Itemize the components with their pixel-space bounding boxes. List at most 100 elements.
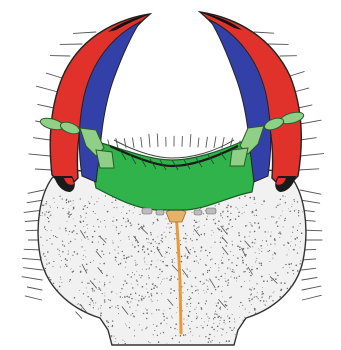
stipple-dot [199, 221, 200, 222]
stipple-dot [187, 269, 188, 270]
stipple-dot [205, 265, 207, 267]
stipple-dot [284, 220, 285, 221]
stipple-dot [47, 251, 49, 253]
stipple-dot [89, 304, 90, 305]
stipple-dot [69, 281, 70, 282]
stipple-dot [225, 324, 226, 325]
stipple-dot [125, 226, 126, 227]
stipple-dot [68, 208, 69, 209]
stipple-dot [72, 255, 73, 256]
stipple-dot [212, 340, 213, 341]
stipple-dot [158, 341, 159, 342]
stipple-dot [151, 260, 152, 261]
stipple-dot [244, 212, 245, 213]
stipple-dot [73, 271, 74, 272]
stipple-dot [172, 317, 173, 318]
stipple-dot [285, 202, 286, 203]
stipple-dot [103, 263, 105, 265]
stipple-dot [216, 305, 218, 307]
stipple-dot [249, 300, 251, 302]
stipple-dot [125, 267, 126, 268]
stipple-dot [213, 232, 214, 233]
stipple-dot [233, 272, 234, 273]
stipple-dot [275, 278, 277, 280]
stipple-dot [198, 262, 199, 263]
stipple-dot [293, 199, 294, 200]
stipple-dot [217, 317, 219, 319]
stipple-dot [213, 219, 214, 220]
stipple-dot [225, 273, 226, 274]
stipple-dot [149, 242, 150, 243]
stipple-dot [122, 251, 123, 252]
stipple-dot [169, 232, 170, 233]
stipple-dot [194, 261, 196, 263]
stipple-dot [145, 328, 146, 329]
stipple-dot [51, 230, 52, 231]
stipple-dot [113, 242, 114, 243]
stipple-dot [75, 239, 76, 240]
stipple-dot [226, 207, 228, 209]
stipple-dot [142, 269, 143, 270]
stipple-dot [243, 271, 244, 272]
stipple-dot [222, 286, 223, 287]
stipple-dot [64, 266, 65, 267]
stipple-dot [186, 257, 188, 259]
stipple-dot [255, 210, 256, 211]
stipple-dot [70, 269, 71, 270]
stipple-dot [68, 201, 70, 203]
stipple-dot [162, 279, 163, 280]
stipple-dot [249, 272, 250, 273]
stipple-dot [95, 302, 96, 303]
stipple-dot [94, 230, 96, 232]
stipple-dot [64, 245, 65, 246]
stipple-dot [254, 222, 256, 224]
stipple-dot [227, 268, 228, 269]
stipple-dot [227, 216, 229, 218]
stipple-dot [297, 201, 298, 202]
stipple-dot [169, 228, 170, 229]
stipple-dot [210, 267, 211, 268]
stipple-dot [222, 217, 223, 218]
stipple-dot [290, 245, 291, 246]
stipple-dot [227, 204, 229, 206]
stipple-dot [46, 240, 47, 241]
stipple-dot [244, 317, 245, 318]
stipple-dot [261, 251, 262, 252]
stipple-dot [43, 253, 44, 254]
stipple-dot [98, 236, 99, 237]
stipple-dot [258, 223, 260, 225]
stipple-dot [109, 253, 110, 254]
stipple-dot [217, 315, 218, 316]
stipple-dot [259, 253, 260, 254]
stipple-dot [217, 302, 219, 304]
stipple-dot [275, 272, 277, 274]
stipple-dot [297, 230, 298, 231]
stipple-dot [185, 334, 186, 335]
stipple-dot [150, 293, 151, 294]
stipple-dot [254, 296, 255, 297]
stipple-dot [146, 327, 147, 328]
stipple-dot [261, 294, 262, 295]
stipple-dot [106, 275, 107, 276]
stipple-dot [165, 265, 166, 266]
stipple-dot [129, 205, 130, 206]
stipple-dot [251, 269, 253, 271]
stipple-dot [215, 218, 216, 219]
stipple-dot [107, 321, 109, 323]
stipple-dot [100, 312, 102, 314]
stipple-dot [148, 253, 150, 255]
stipple-dot [153, 324, 154, 325]
stipple-dot [137, 304, 139, 306]
stipple-dot [252, 266, 253, 267]
stipple-dot [138, 251, 140, 253]
stipple-dot [83, 255, 84, 256]
stipple-dot [166, 252, 167, 253]
stipple-dot [120, 263, 122, 265]
stipple-dot [154, 330, 155, 331]
stipple-dot [196, 318, 198, 320]
stipple-dot [207, 255, 208, 256]
stipple-dot [239, 246, 241, 248]
stipple-dot [48, 221, 49, 222]
stipple-dot [144, 261, 145, 262]
stipple-dot [220, 275, 222, 277]
